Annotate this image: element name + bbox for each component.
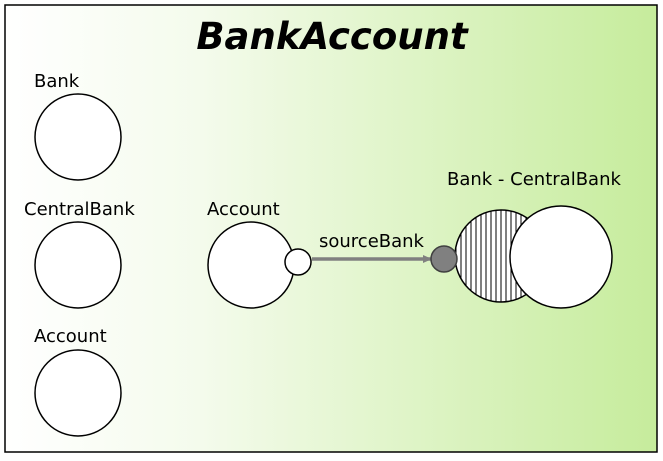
source-node-circle[interactable] bbox=[207, 221, 295, 309]
legend-node-circle[interactable] bbox=[34, 93, 122, 181]
target-node-label: Bank - CentralBank bbox=[447, 169, 621, 190]
legend-node-bank[interactable]: Bank bbox=[34, 71, 122, 181]
legend-node-label: Account bbox=[34, 326, 107, 347]
edge-sourcebank[interactable]: sourceBank bbox=[284, 231, 432, 276]
edge-label: sourceBank bbox=[319, 231, 425, 252]
legend-node-circle[interactable] bbox=[34, 349, 122, 437]
source-node-label: Account bbox=[207, 199, 280, 220]
target-node-bank-centralbank[interactable]: Bank - CentralBank bbox=[430, 169, 621, 309]
legend-node-label: CentralBank bbox=[24, 199, 135, 220]
target-node-right-circle[interactable] bbox=[509, 205, 613, 309]
legend-node-circle[interactable] bbox=[34, 221, 122, 309]
edge-target-port[interactable] bbox=[430, 245, 458, 273]
legend-node-label: Bank bbox=[34, 71, 80, 92]
diagram-title: BankAccount bbox=[196, 15, 469, 58]
legend-node-centralbank[interactable]: CentralBank bbox=[24, 199, 135, 309]
source-node-account[interactable]: Account bbox=[207, 199, 295, 309]
legend-node-account[interactable]: Account bbox=[34, 326, 122, 437]
edge-source-port[interactable] bbox=[284, 248, 312, 276]
